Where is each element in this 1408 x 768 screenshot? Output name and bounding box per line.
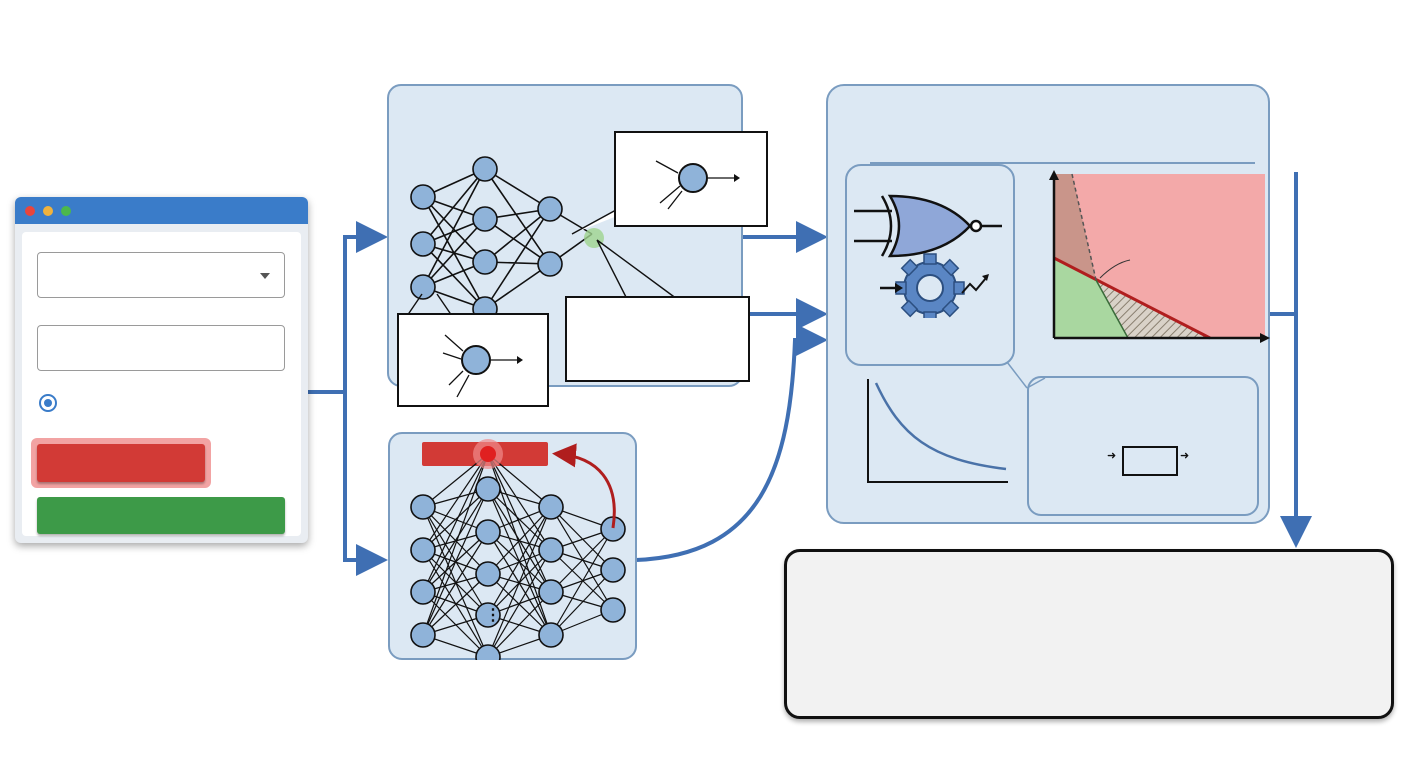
transfer-radio[interactable] — [39, 394, 57, 412]
network-edge — [422, 531, 489, 636]
neuron-icon — [461, 345, 491, 375]
arrow-shield-decision — [1268, 172, 1296, 540]
account-select[interactable] — [37, 252, 285, 298]
highlight-neuron — [584, 228, 604, 248]
network-edge — [487, 453, 552, 551]
neuron-icon — [678, 163, 708, 193]
neuron — [600, 557, 626, 583]
network-edge — [550, 506, 614, 571]
delete-account-button[interactable] — [37, 444, 205, 482]
network-edge — [422, 488, 489, 593]
neuron — [475, 602, 501, 628]
network-edge — [422, 453, 489, 551]
maximize-dot-icon[interactable] — [61, 206, 71, 216]
region-plot — [1049, 170, 1270, 343]
neuron — [537, 251, 563, 277]
network-edge — [487, 453, 552, 593]
neuron — [475, 644, 501, 660]
neuron — [538, 494, 564, 520]
neuron — [410, 622, 436, 648]
neuron — [600, 597, 626, 623]
neuron — [472, 249, 498, 275]
window-body — [22, 232, 301, 536]
neuron — [538, 622, 564, 648]
neuron — [475, 476, 501, 502]
neuron — [410, 231, 436, 257]
neuron — [472, 206, 498, 232]
shield-divider — [870, 162, 1255, 164]
gear-icon — [895, 253, 965, 318]
neuron — [410, 274, 436, 300]
network-edge — [550, 549, 614, 611]
chevron-down-icon — [260, 273, 270, 279]
arrow-agent-shield — [635, 324, 828, 562]
agent-network: ⋮ — [410, 439, 626, 660]
network-edge — [487, 506, 552, 575]
safe-region — [1054, 258, 1128, 338]
callout-arrows — [655, 160, 740, 210]
network-edge — [422, 488, 489, 636]
network-edge — [550, 569, 614, 636]
cbf-arrow-2: ➜ — [1180, 450, 1190, 462]
neuron — [472, 156, 498, 182]
network-edge — [487, 506, 552, 658]
cbf-arrow-1: ➜ — [1107, 450, 1117, 462]
network-edge — [550, 506, 614, 611]
neuron — [538, 579, 564, 605]
utility-curve — [874, 382, 1007, 471]
neuron-callout-top — [614, 131, 768, 227]
network-edge — [422, 573, 489, 636]
close-dot-icon[interactable] — [25, 206, 35, 216]
window-titlebar — [15, 197, 308, 224]
logic-gate-icon — [854, 194, 1002, 318]
svg-text:⋮: ⋮ — [485, 607, 501, 624]
network-edge — [487, 506, 552, 616]
neuron — [475, 519, 501, 545]
unsafe-overlap — [1054, 174, 1096, 280]
neuron — [410, 184, 436, 210]
logic-optimization-panel — [845, 164, 1015, 366]
pixel-observation-window — [15, 197, 308, 543]
neuron — [410, 537, 436, 563]
neuron — [410, 579, 436, 605]
probability-intervals-callout — [565, 296, 750, 382]
minimize-dot-icon[interactable] — [43, 206, 53, 216]
network-edge — [422, 453, 489, 593]
unsafe-region — [1054, 174, 1265, 338]
amount-input[interactable] — [37, 325, 285, 371]
active-neuron — [480, 446, 496, 462]
utility-plot — [867, 379, 1008, 483]
cbf-click-box — [1122, 446, 1178, 476]
arrow-window-split — [308, 221, 388, 394]
neuron — [537, 196, 563, 222]
network-edge — [487, 591, 552, 658]
cbf-pointer — [1006, 361, 1046, 389]
neuron — [410, 494, 436, 520]
network-edge — [550, 528, 614, 636]
summary-box — [784, 549, 1394, 719]
network-edge — [422, 488, 489, 551]
neuron — [538, 537, 564, 563]
neuron-callout-bottom — [397, 313, 549, 407]
arrow-window-agent — [343, 392, 388, 576]
perception-network — [406, 156, 678, 322]
network-edge — [550, 528, 614, 593]
neuron — [475, 561, 501, 587]
confirm-transaction-button[interactable] — [37, 497, 285, 534]
callout-arrows — [442, 334, 523, 398]
